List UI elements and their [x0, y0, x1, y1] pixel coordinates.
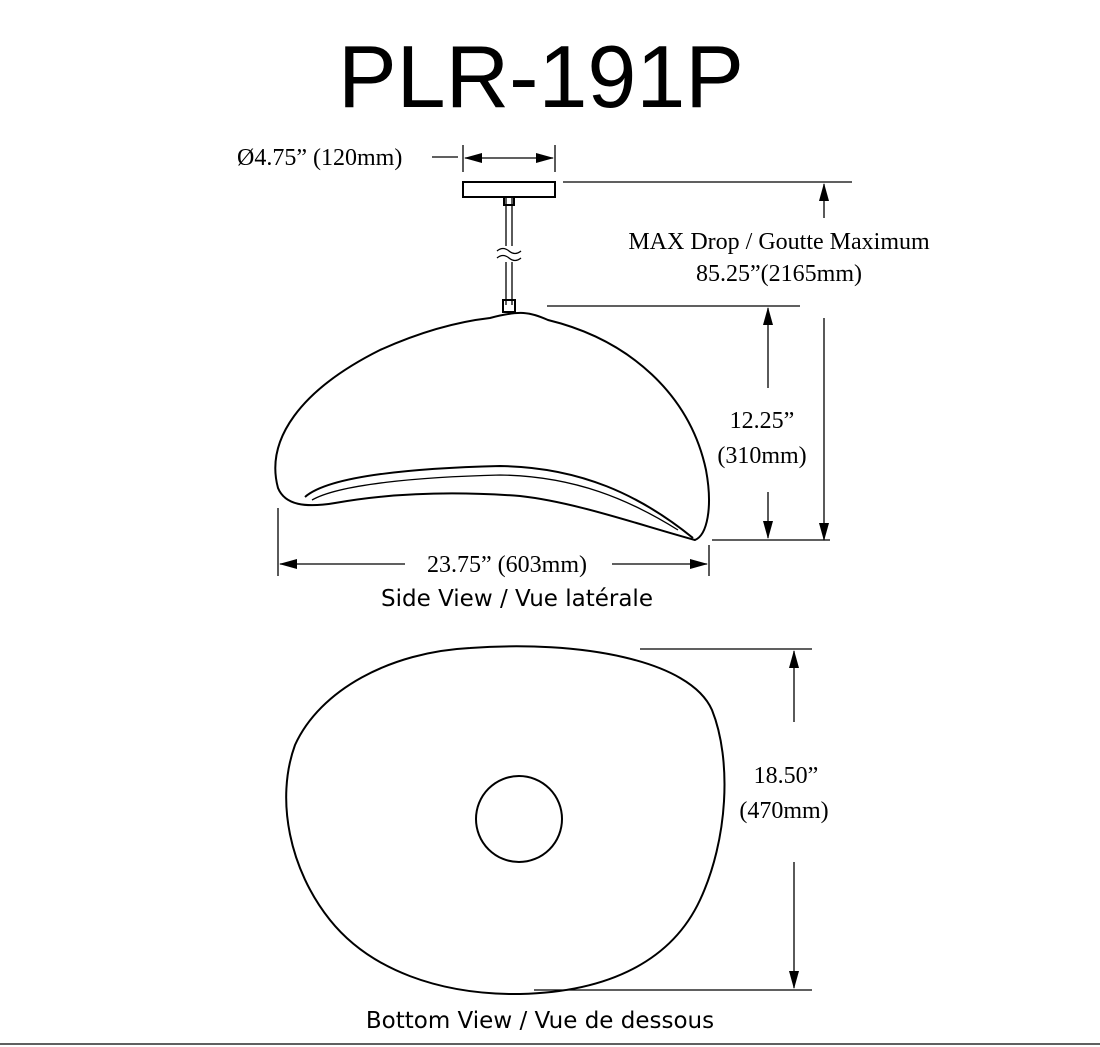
cord-bottom-grip	[502, 299, 516, 313]
side-view-shade-outline	[274, 312, 710, 542]
max-drop-label-line1: MAX Drop / Goutte Maximum	[628, 229, 930, 255]
side-view-shade-inner-rim	[304, 464, 694, 539]
cord-break-icon	[496, 246, 522, 262]
canopy-plate	[462, 181, 556, 198]
side-view-caption: Side View / Vue latérale	[381, 586, 653, 612]
side-view-shade-inner-rim-2	[311, 474, 679, 531]
canopy-diameter-label: Ø4.75” (120mm)	[237, 145, 402, 171]
height-label-line2: (310mm)	[717, 443, 806, 469]
cord-top-grip	[503, 196, 515, 206]
max-drop-label-line2: 85.25”(2165mm)	[696, 261, 862, 287]
height-label-line1: 12.25”	[730, 408, 795, 434]
page-title: PLR-191P	[338, 27, 744, 126]
bottom-view-center-circle	[475, 775, 563, 863]
depth-label-line1: 18.50”	[754, 763, 819, 789]
width-label: 23.75” (603mm)	[427, 552, 587, 578]
bottom-view-shade-outline	[285, 645, 726, 996]
depth-label-line2: (470mm)	[739, 798, 828, 824]
bottom-view-caption: Bottom View / Vue de dessous	[366, 1008, 714, 1034]
